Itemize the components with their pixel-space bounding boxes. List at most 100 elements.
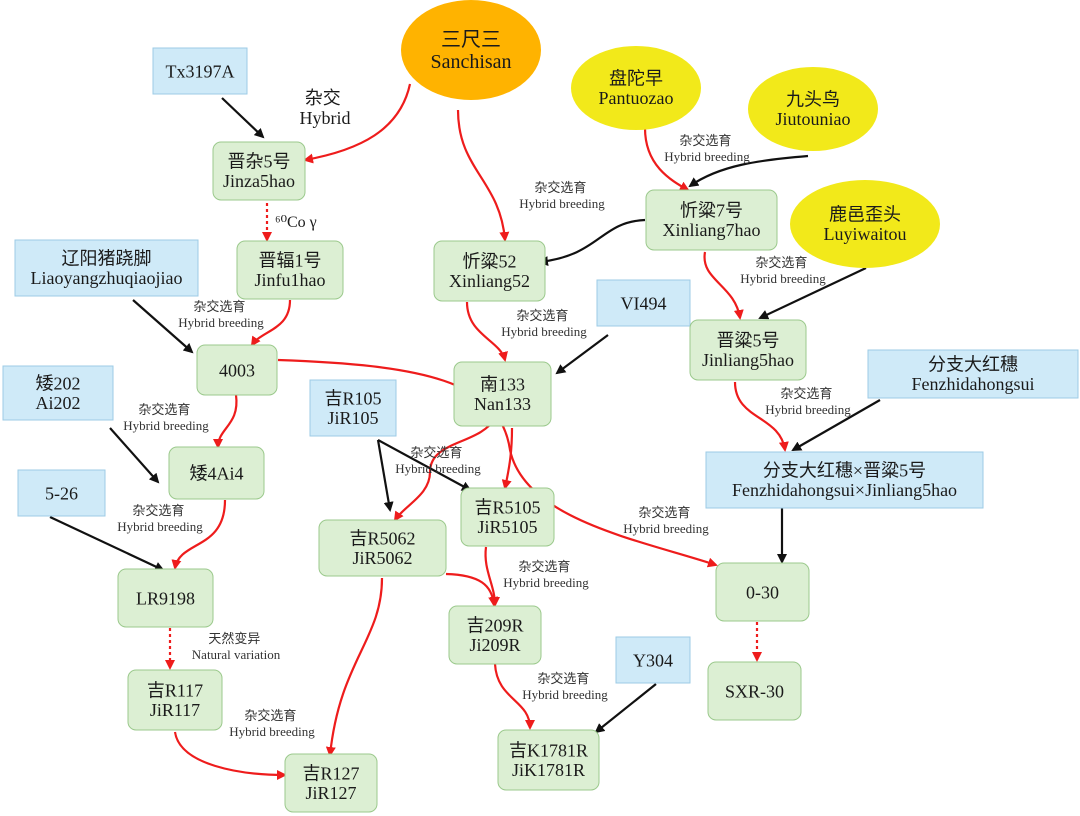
label-hybrid-breeding-1: 杂交选育 Hybrid breeding xyxy=(664,133,750,164)
lr9198-label-1: LR9198 xyxy=(136,588,195,608)
jik1781r-shape xyxy=(497,729,600,791)
label-hybrid: 杂交 Hybrid xyxy=(300,88,351,128)
jik1781r-label-2: JiK1781R xyxy=(512,760,585,780)
ji209r-label-1: 吉209R xyxy=(466,615,523,635)
ji209r-label-2: Ji209R xyxy=(469,635,520,655)
y304-label-1: Y304 xyxy=(633,650,673,670)
label-hb7-en: Hybrid breeding xyxy=(123,418,209,433)
label-hybrid-breeding-4: 杂交选育 Hybrid breeding xyxy=(178,299,264,330)
label-hb11-en: Hybrid breeding xyxy=(503,575,589,590)
label-hb12-zh: 杂交选育 xyxy=(537,671,589,686)
edge-luyiwaitou-jinliang5 xyxy=(758,267,867,320)
label-co60: ⁶⁰Co γ xyxy=(275,214,317,231)
ai202-label-1: 矮202 xyxy=(36,373,81,393)
label-hb6-zh: 杂交选育 xyxy=(780,386,832,401)
edge-nan133-jir5062 xyxy=(393,417,496,522)
jir5062-shape xyxy=(318,519,447,577)
label-hb9-zh: 杂交选育 xyxy=(132,503,184,518)
jinliang5-label-2: Jinliang5hao xyxy=(702,350,794,370)
label-hb5-en: Hybrid breeding xyxy=(501,324,587,339)
edge-jir105-jir5105 xyxy=(377,439,472,491)
luyiwaitou-label-2: Luyiwaitou xyxy=(824,224,907,244)
y304-shape xyxy=(615,636,691,684)
jiutouniao-label-1: 九头鸟 xyxy=(786,89,840,109)
fenzhi-label-2: Fenzhidahongsui xyxy=(912,374,1035,394)
jinfu1hao-label-1: 晋辐1号 xyxy=(259,250,322,270)
label-hb8-zh: 杂交选育 xyxy=(410,445,462,460)
label-hybrid-breeding-3: 杂交选育 Hybrid breeding xyxy=(740,255,826,286)
cross-label-2: Fenzhidahongsui×Jinliang5hao xyxy=(732,480,957,500)
lr9198-shape xyxy=(117,568,214,628)
n4003-shape xyxy=(196,344,278,396)
xinliang52-label-2: Xinliang52 xyxy=(449,271,530,291)
edge-ji209r-jik1781r xyxy=(493,663,535,730)
nan133-label-2: Nan133 xyxy=(474,394,531,414)
luyiwaitou-shape xyxy=(790,180,940,268)
tx3197a-label-1: Tx3197A xyxy=(166,61,235,81)
edge-xinliang7-jinliang5 xyxy=(703,251,744,320)
sanchisan-label-2: Sanchisan xyxy=(430,51,511,73)
label-hybrid-breeding-13: 杂交选育 Hybrid breeding xyxy=(229,708,315,739)
label-hb10-zh: 杂交选育 xyxy=(638,505,690,520)
node-ai4: 矮4Ai4 xyxy=(168,446,265,500)
ai202-label-2: Ai202 xyxy=(36,393,81,413)
label-hb6-en: Hybrid breeding xyxy=(765,402,851,417)
jinliang5-label-1: 晋粱5号 xyxy=(717,330,780,350)
label-hb12-en: Hybrid breeding xyxy=(522,687,608,702)
label-hb4-en: Hybrid breeding xyxy=(178,315,264,330)
jiutouniao-label-2: Jiutouniao xyxy=(776,109,851,129)
jir5062-label-1: 吉R5062 xyxy=(349,528,415,548)
jir117-shape xyxy=(127,669,223,731)
label-hybrid-en: Hybrid xyxy=(300,108,351,128)
n030-label-1: 0-30 xyxy=(746,582,779,602)
node-y304: Y304 xyxy=(615,636,691,684)
label-hybrid-breeding-5: 杂交选育 Hybrid breeding xyxy=(501,308,587,339)
jir5105-shape xyxy=(460,487,555,547)
label-hb2-en: Hybrid breeding xyxy=(519,196,605,211)
edge-jinliang5-cross xyxy=(733,381,789,452)
label-hybrid-breeding-10: 杂交选育 Hybrid breeding xyxy=(623,505,709,536)
liaoyang-label-2: Liaoyangzhuqiaojiao xyxy=(31,268,183,288)
label-hybrid-breeding-6: 杂交选育 Hybrid breeding xyxy=(765,386,851,417)
edge-jiutouniao-xinliang7 xyxy=(688,154,809,188)
edge-4003-ai4 xyxy=(213,394,238,449)
label-hybrid-breeding-12: 杂交选育 Hybrid breeding xyxy=(522,671,608,702)
edge-nan133-jir5105 xyxy=(501,427,514,490)
label-hb13-en: Hybrid breeding xyxy=(229,724,315,739)
vi494-shape xyxy=(596,279,691,327)
label-hb5-zh: 杂交选育 xyxy=(516,308,568,323)
node-sxr30: SXR-30 xyxy=(707,661,802,721)
jir105-label-1: 吉R105 xyxy=(324,388,381,408)
label-nat-en: Natural variation xyxy=(192,647,281,662)
jir127-shape xyxy=(284,753,378,813)
edge-jir105-jir5062 xyxy=(376,439,394,512)
label-hb11-zh: 杂交选育 xyxy=(518,559,570,574)
jinliang5-shape xyxy=(689,319,807,381)
label-hybrid-breeding-9: 杂交选育 Hybrid breeding xyxy=(117,503,203,534)
label-hybrid-breeding-7: 杂交选育 Hybrid breeding xyxy=(123,402,209,433)
jir117-label-2: JiR117 xyxy=(150,700,200,720)
ai202-shape xyxy=(2,365,114,421)
edge-jir5105-ji209r xyxy=(484,546,500,607)
label-hb2-zh: 杂交选育 xyxy=(534,180,586,195)
jir5105-label-1: 吉R5105 xyxy=(474,497,540,517)
label-natural-variation: 天然变异 Natural variation xyxy=(192,631,281,662)
edge-526-lr9198 xyxy=(49,516,165,572)
xinliang7-shape xyxy=(645,189,778,251)
n526-label-1: 5-26 xyxy=(45,483,78,503)
jinza5hao-label-1: 晋杂5号 xyxy=(228,151,291,171)
sanchisan-shape xyxy=(401,0,541,100)
label-hb8-en: Hybrid breeding xyxy=(395,461,481,476)
